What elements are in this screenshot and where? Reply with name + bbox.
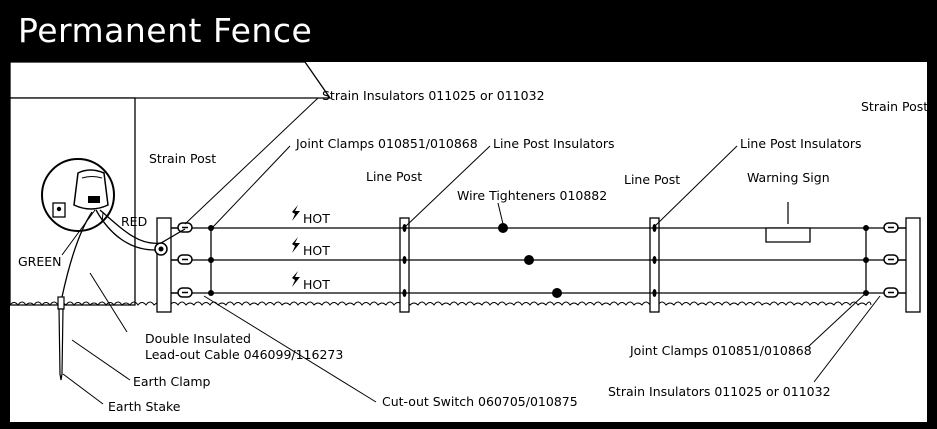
leader-lines <box>61 97 881 405</box>
label-lead-out-line2: Lead-out Cable 046099/116273 <box>145 347 343 362</box>
strain-post-right <box>905 217 921 313</box>
label-strain-post-right: Strain Post <box>861 99 927 114</box>
label-strain-insulators-bottom: Strain Insulators 011025 or 011032 <box>608 384 831 399</box>
building-roof <box>10 62 332 99</box>
wire-tighteners <box>498 223 562 298</box>
page-title: Permanent Fence <box>18 11 313 50</box>
label-green: GREEN <box>18 254 62 269</box>
label-strain-insulators-top: Strain Insulators 011025 or 011032 <box>322 88 545 103</box>
label-earth-stake: Earth Stake <box>108 399 181 414</box>
label-line-post-insulators-2: Line Post Insulators <box>740 136 862 151</box>
fence-diagram: Strain Insulators 011025 or 011032 Joint… <box>10 62 927 422</box>
label-joint-clamps-top: Joint Clamps 010851/010868 <box>295 136 478 151</box>
label-strain-post-left: Strain Post <box>149 151 216 166</box>
strain-post-left <box>156 217 172 313</box>
label-cutout-switch: Cut-out Switch 060705/010875 <box>382 394 578 409</box>
line-post-2 <box>649 217 660 313</box>
label-lead-out-line1: Double Insulated <box>145 331 251 346</box>
lightning-icon <box>292 271 300 287</box>
label-warning-sign: Warning Sign <box>747 170 830 185</box>
label-hot-1: HOT <box>303 211 330 226</box>
label-line-post-1: Line Post <box>366 169 422 184</box>
energizer <box>41 158 115 232</box>
lead-out-cables <box>61 209 186 298</box>
label-joint-clamps-bottom: Joint Clamps 010851/010868 <box>629 343 812 358</box>
energizer-body <box>73 169 109 210</box>
ground-line <box>10 301 872 306</box>
label-line-post-2: Line Post <box>624 172 680 187</box>
label-earth-clamp: Earth Clamp <box>133 374 211 389</box>
label-red: RED <box>121 214 147 229</box>
lightning-icon <box>292 237 300 253</box>
label-hot-3: HOT <box>303 277 330 292</box>
label-hot-2: HOT <box>303 243 330 258</box>
label-line-post-insulators-1: Line Post Insulators <box>493 136 615 151</box>
warning-sign <box>765 227 811 243</box>
earth-stake <box>57 296 65 381</box>
lightning-icon <box>292 205 300 221</box>
line-post-1 <box>399 217 410 313</box>
label-wire-tighteners: Wire Tighteners 010882 <box>457 188 607 203</box>
hot-bolt-icons <box>292 205 300 287</box>
cutout-switch <box>154 242 168 256</box>
